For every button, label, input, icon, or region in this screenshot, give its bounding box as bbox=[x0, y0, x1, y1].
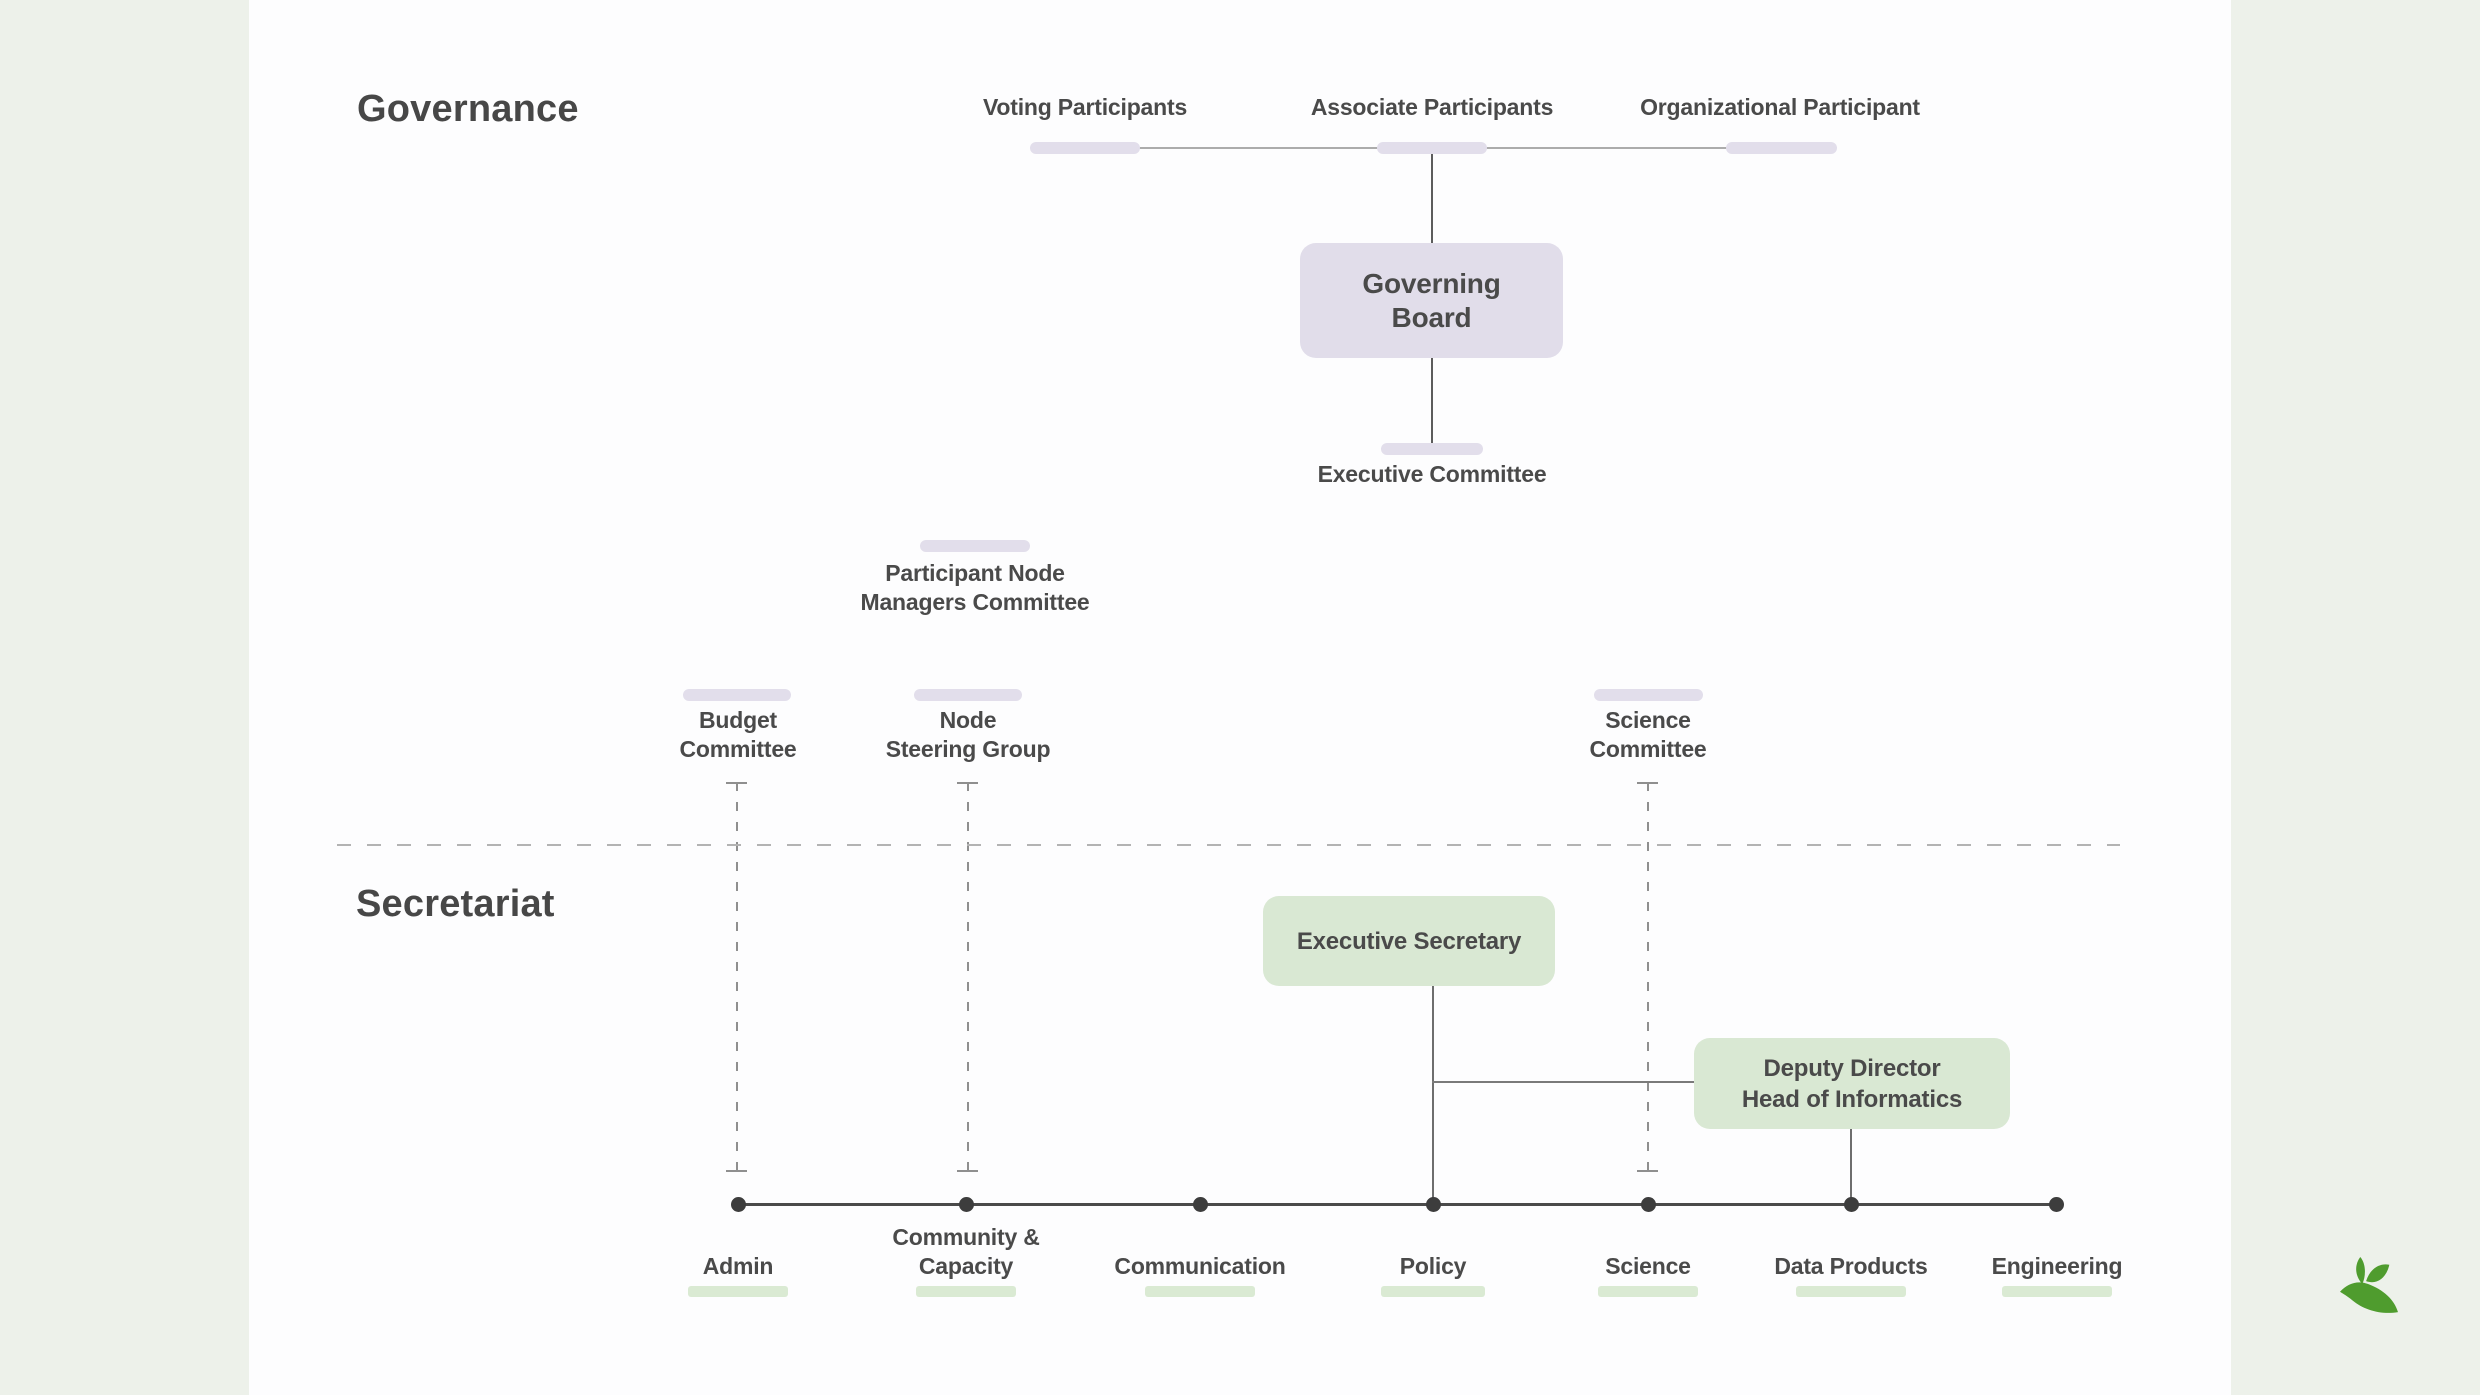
dept-science-bar bbox=[1598, 1286, 1698, 1297]
chart-canvas bbox=[249, 0, 2231, 1395]
dept-community-line2: Capacity bbox=[918, 1253, 1014, 1279]
dept-data-products-bar bbox=[1796, 1286, 1906, 1297]
dept-policy-bar bbox=[1381, 1286, 1485, 1297]
departments-line bbox=[738, 1203, 2058, 1206]
deputy-director-line2: Head of Informatics bbox=[1741, 1085, 1963, 1113]
science-committee-bar bbox=[1594, 689, 1703, 701]
connector-deputy-drop bbox=[1850, 1128, 1852, 1206]
node-voting-participants: Voting Participants bbox=[982, 94, 1188, 120]
dept-communication-bar bbox=[1145, 1286, 1255, 1297]
node-steering-group-bar bbox=[914, 689, 1022, 701]
governance-heading: Governance bbox=[357, 88, 579, 130]
pnmc-line1: Participant Node bbox=[885, 560, 1065, 586]
associate-participants-bar bbox=[1377, 142, 1487, 154]
dept-communication-label: Communication bbox=[1114, 1253, 1286, 1279]
dept-engineering-label: Engineering bbox=[1991, 1253, 2123, 1279]
connector-secretary-drop bbox=[1432, 986, 1434, 1206]
dept-policy: Policy bbox=[1323, 1252, 1543, 1281]
budget-committee-bar bbox=[683, 689, 791, 701]
organizational-participant-bar bbox=[1726, 142, 1837, 154]
connector-board-bottom bbox=[1431, 358, 1433, 444]
dept-science-label: Science bbox=[1605, 1253, 1691, 1279]
voting-participants-bar bbox=[1030, 142, 1140, 154]
secretariat-heading: Secretariat bbox=[356, 883, 555, 925]
dot-data-products bbox=[1844, 1197, 1859, 1212]
node-governing-board: Governing Board bbox=[1300, 243, 1563, 358]
dropline-budget-committee bbox=[726, 782, 747, 1172]
dept-communication: Communication bbox=[1090, 1252, 1310, 1281]
dept-community-capacity-bar bbox=[916, 1286, 1016, 1297]
dept-engineering: Engineering bbox=[1947, 1252, 2167, 1281]
dot-admin bbox=[731, 1197, 746, 1212]
pnmc-line2: Managers Committee bbox=[860, 589, 1090, 615]
node-executive-committee: Executive Committee bbox=[1317, 461, 1547, 487]
node-node-steering-group: Node Steering Group bbox=[818, 706, 1118, 764]
scicom-line2: Committee bbox=[1589, 736, 1707, 762]
nsg-line2: Steering Group bbox=[885, 736, 1051, 762]
dot-community-capacity bbox=[959, 1197, 974, 1212]
node-budget-committee: Budget Committee bbox=[588, 706, 888, 764]
executive-secretary-label: Executive Secretary bbox=[1296, 927, 1522, 955]
leaf-icon bbox=[2338, 1256, 2400, 1319]
dept-community-capacity: Community & Capacity bbox=[856, 1223, 1076, 1281]
dept-admin: Admin bbox=[628, 1252, 848, 1281]
dot-communication bbox=[1193, 1197, 1208, 1212]
node-executive-secretary: Executive Secretary bbox=[1263, 896, 1555, 986]
scicom-line1: Science bbox=[1605, 707, 1691, 733]
dept-science: Science bbox=[1538, 1252, 1758, 1281]
dept-admin-label: Admin bbox=[702, 1253, 774, 1279]
dept-data-products: Data Products bbox=[1741, 1252, 1961, 1281]
dot-science bbox=[1641, 1197, 1656, 1212]
governing-board-line1: Governing bbox=[1362, 267, 1501, 299]
connector-secretary-deputy bbox=[1432, 1081, 1694, 1083]
node-deputy-director: Deputy Director Head of Informatics bbox=[1694, 1038, 2010, 1129]
dot-policy bbox=[1426, 1197, 1441, 1212]
budget-line2: Committee bbox=[679, 736, 797, 762]
executive-committee-bar bbox=[1381, 443, 1483, 455]
node-associate-participants: Associate Participants bbox=[1310, 94, 1554, 120]
dept-policy-label: Policy bbox=[1399, 1253, 1467, 1279]
dept-engineering-bar bbox=[2002, 1286, 2112, 1297]
dropline-science-committee bbox=[1637, 782, 1658, 1172]
dept-data-products-label: Data Products bbox=[1774, 1253, 1928, 1279]
dot-engineering bbox=[2049, 1197, 2064, 1212]
node-participant-node-managers-committee: Participant Node Managers Committee bbox=[825, 559, 1125, 617]
governing-board-line2: Board bbox=[1391, 301, 1472, 333]
dept-admin-bar bbox=[688, 1286, 788, 1297]
participant-node-managers-bar bbox=[920, 540, 1030, 552]
node-organizational-participant: Organizational Participant bbox=[1640, 94, 1920, 120]
deputy-director-line1: Deputy Director bbox=[1763, 1054, 1941, 1082]
section-divider-dashed bbox=[337, 844, 2120, 846]
dropline-node-steering-group bbox=[957, 782, 978, 1172]
budget-line1: Budget bbox=[698, 707, 777, 733]
nsg-line1: Node bbox=[939, 707, 997, 733]
dept-community-line1: Community & bbox=[892, 1224, 1040, 1250]
node-science-committee: Science Committee bbox=[1498, 706, 1798, 764]
connector-board-top bbox=[1431, 148, 1433, 243]
